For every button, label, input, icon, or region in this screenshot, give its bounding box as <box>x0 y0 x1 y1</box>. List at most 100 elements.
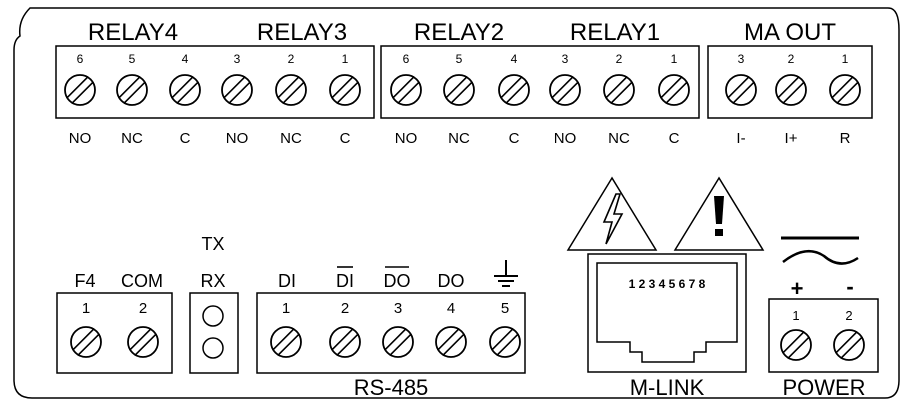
terminal-label: NC <box>280 130 302 147</box>
rs485-title: RS-485 <box>354 375 429 400</box>
screw-terminal-icon <box>127 326 159 358</box>
terminal-label: NC <box>608 130 630 147</box>
terminal-label: R <box>840 130 851 147</box>
screw-terminal-icon <box>498 74 530 106</box>
ma-out-title: MA OUT <box>744 19 836 46</box>
relay3-title: RELAY3 <box>257 19 347 46</box>
terminal-number: 4 <box>447 300 455 317</box>
screw-terminal-icon <box>221 74 253 106</box>
terminal-number: 3 <box>738 52 745 66</box>
relay-2-1-block <box>380 45 700 119</box>
ac-wave-icon <box>782 249 859 265</box>
screw-terminal-icon <box>275 74 307 106</box>
terminal-label: C <box>340 130 351 147</box>
com-label: COM <box>121 271 163 291</box>
terminal-number: 2 <box>788 52 795 66</box>
terminal-number: 1 <box>792 308 799 323</box>
terminal-number: 5 <box>129 52 136 66</box>
rs485-block <box>256 292 526 374</box>
terminal-label: I+ <box>785 130 798 147</box>
terminal-number: 1 <box>282 300 290 317</box>
ground-icon <box>494 260 518 287</box>
terminal-number: 3 <box>234 52 241 66</box>
screw-terminal-icon <box>329 74 361 106</box>
screw-terminal-icon <box>443 74 475 106</box>
power-block <box>768 298 879 373</box>
f4-label: F4 <box>74 271 95 291</box>
tx-led <box>202 305 224 327</box>
terminal-number: 3 <box>394 300 402 317</box>
terminal-number: 5 <box>456 52 463 66</box>
relay2-title: RELAY2 <box>414 19 504 46</box>
f4-com-block <box>56 292 173 374</box>
terminal-label: NC <box>121 130 143 147</box>
relay4-title: RELAY4 <box>88 19 178 46</box>
terminal-label: C <box>669 130 680 147</box>
screw-terminal-icon <box>780 329 812 361</box>
terminal-number: 2 <box>341 300 349 317</box>
mlink-title: M-LINK <box>630 375 705 400</box>
terminal-label: C <box>180 130 191 147</box>
bottom-terminals: 1 2 1 2 3 4 5 <box>70 300 521 358</box>
terminal-number: 6 <box>403 52 410 66</box>
terminal-label: NO <box>554 130 577 147</box>
terminal-number: 1 <box>82 300 90 317</box>
terminal-number: 4 <box>182 52 189 66</box>
power-plus: + <box>791 276 804 301</box>
terminal-number: 2 <box>139 300 147 317</box>
mlink-pin-numbers: 1 2 3 4 5 6 7 8 <box>629 277 706 291</box>
terminal-label: NO <box>395 130 418 147</box>
screw-terminal-icon <box>603 74 635 106</box>
screw-terminal-icon <box>116 74 148 106</box>
screw-terminal-icon <box>435 326 467 358</box>
screw-terminal-icon <box>270 326 302 358</box>
terminal-label: NO <box>226 130 249 147</box>
screw-terminal-icon <box>64 74 96 106</box>
panel-outline <box>13 7 900 399</box>
relay1-title: RELAY1 <box>570 19 660 46</box>
mlink-port <box>587 253 747 373</box>
rx-led <box>202 337 224 359</box>
terminal-number: 1 <box>671 52 678 66</box>
screw-terminal-icon <box>658 74 690 106</box>
rs485-do-bar-label: DO <box>384 271 411 291</box>
screw-terminal-icon <box>169 74 201 106</box>
screw-terminal-icon <box>329 326 361 358</box>
screw-terminal-icon <box>833 329 865 361</box>
ma-out-block <box>707 45 873 119</box>
caution-triangle <box>673 176 765 251</box>
terminal-number: 1 <box>842 52 849 66</box>
terminal-number: 2 <box>288 52 295 66</box>
terminal-number: 2 <box>616 52 623 66</box>
screw-terminal-icon <box>70 326 102 358</box>
terminal-label: NO <box>69 130 92 147</box>
lightning-icon <box>602 193 624 245</box>
mlink-socket <box>596 262 738 363</box>
relay-4-3-block <box>55 45 375 119</box>
rx-label: RX <box>200 271 225 291</box>
terminal-number: 4 <box>511 52 518 66</box>
power-minus: - <box>846 274 853 299</box>
exclamation-icon <box>714 196 724 236</box>
screw-terminal-icon <box>489 326 521 358</box>
screw-terminal-icon <box>382 326 414 358</box>
rs485-do-label: DO <box>438 271 465 291</box>
rs485-di-label: DI <box>278 271 296 291</box>
terminal-number: 6 <box>77 52 84 66</box>
rs485-di-bar-label: DI <box>336 271 354 291</box>
terminal-number: 5 <box>501 300 509 317</box>
screw-terminal-icon <box>775 74 807 106</box>
screw-terminal-icon <box>829 74 861 106</box>
tx-label: TX <box>201 234 224 254</box>
terminal-number: 2 <box>845 308 852 323</box>
electric-hazard-triangle <box>566 176 658 251</box>
terminal-label: C <box>509 130 520 147</box>
screw-terminal-icon <box>725 74 757 106</box>
terminal-number: 3 <box>562 52 569 66</box>
terminal-label: I- <box>736 130 745 147</box>
screw-terminal-icon <box>390 74 422 106</box>
led-block <box>189 292 239 374</box>
